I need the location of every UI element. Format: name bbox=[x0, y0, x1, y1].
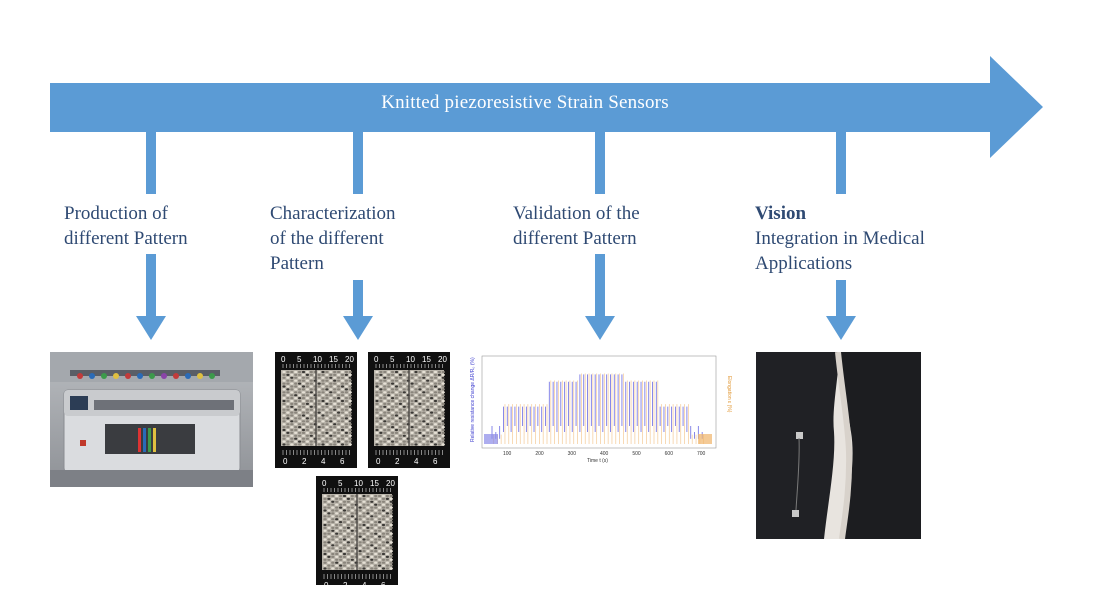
ruler-top-label: 20 bbox=[386, 479, 395, 488]
knitted-sample-photos: 0 5 10 15 20 0 2 4 6 0 5 10 15 20 0 2 4 6 0 5 10 15 20 0 2 4 6 bbox=[275, 352, 450, 585]
knitted-sample-1: 0 5 10 15 20 0 2 4 6 bbox=[275, 352, 357, 468]
step-characterization-label: Characterization of the different Patter… bbox=[270, 203, 396, 274]
step-production-label: Production of different Pattern bbox=[64, 203, 188, 249]
ruler-bottom-label: 4 bbox=[321, 457, 326, 466]
banner-title: Knitted piezoresistive Strain Sensors bbox=[381, 92, 669, 113]
step-vision-label: Vision Integration in Medical Applicatio… bbox=[755, 203, 925, 274]
ruler-top-label: 0 bbox=[281, 355, 286, 364]
down-arrow-1 bbox=[136, 254, 166, 340]
ruler-top-label: 0 bbox=[374, 355, 379, 364]
ruler-bottom-label: 0 bbox=[324, 581, 329, 585]
main-banner-arrow bbox=[50, 56, 1043, 158]
plot-xtick: 500 bbox=[632, 451, 641, 457]
ruler-bottom-label: 2 bbox=[302, 457, 307, 466]
ruler-top-label: 10 bbox=[354, 479, 363, 488]
plot-xtick: 400 bbox=[600, 451, 609, 457]
step-validation-label: Validation of the different Pattern bbox=[513, 203, 640, 249]
connector-4-top bbox=[836, 132, 846, 194]
connector-1-top bbox=[146, 132, 156, 194]
ruler-bottom-label: 2 bbox=[343, 581, 348, 585]
down-arrow-4 bbox=[826, 280, 856, 340]
ruler-top-label: 15 bbox=[422, 355, 431, 364]
ruler-top-label: 15 bbox=[329, 355, 338, 364]
ruler-top-label: 5 bbox=[390, 355, 395, 364]
ruler-bottom-label: 4 bbox=[362, 581, 367, 585]
ruler-top-label: 20 bbox=[345, 355, 354, 364]
plot-xtick: 100 bbox=[503, 451, 512, 457]
knitted-sample-2: 0 5 10 15 20 0 2 4 6 bbox=[368, 352, 450, 468]
plot-xtick: 200 bbox=[535, 451, 544, 457]
down-arrow-2 bbox=[343, 280, 373, 340]
connector-3-top bbox=[595, 132, 605, 194]
plot-ylabel-left: Relative resistance change ΔR/R₀ (%) bbox=[470, 357, 476, 442]
knitted-sample-3: 0 5 10 15 20 0 2 4 6 bbox=[316, 476, 398, 585]
ruler-top-label: 5 bbox=[297, 355, 302, 364]
ruler-bottom-label: 6 bbox=[381, 581, 386, 585]
ruler-bottom-label: 4 bbox=[414, 457, 419, 466]
down-arrow-3 bbox=[585, 254, 615, 340]
resistance-series bbox=[491, 374, 703, 439]
vision-heading: Vision bbox=[755, 203, 807, 224]
plot-xtick: 600 bbox=[665, 451, 674, 457]
connector-2-top bbox=[353, 132, 363, 194]
ruler-bottom-label: 6 bbox=[340, 457, 345, 466]
elongation-series bbox=[493, 373, 705, 444]
plot-ylabel-right: Elongation ε (%) bbox=[726, 376, 732, 413]
ruler-top-label: 0 bbox=[322, 479, 327, 488]
ruler-bottom-label: 6 bbox=[433, 457, 438, 466]
ruler-bottom-label: 0 bbox=[283, 457, 288, 466]
ruler-top-label: 15 bbox=[370, 479, 379, 488]
ruler-bottom-label: 2 bbox=[395, 457, 400, 466]
plot-xtick: 700 bbox=[697, 451, 706, 457]
plot-xlabel: Time t (s) bbox=[587, 458, 608, 464]
plot-xtick: 300 bbox=[568, 451, 577, 457]
ruler-top-label: 5 bbox=[338, 479, 343, 488]
ruler-bottom-label: 0 bbox=[376, 457, 381, 466]
knitting-machine-photo bbox=[50, 352, 253, 487]
ruler-top-label: 10 bbox=[406, 355, 415, 364]
ruler-top-label: 10 bbox=[313, 355, 322, 364]
ruler-top-label: 20 bbox=[438, 355, 447, 364]
sensor-leggings-photo bbox=[756, 352, 921, 539]
